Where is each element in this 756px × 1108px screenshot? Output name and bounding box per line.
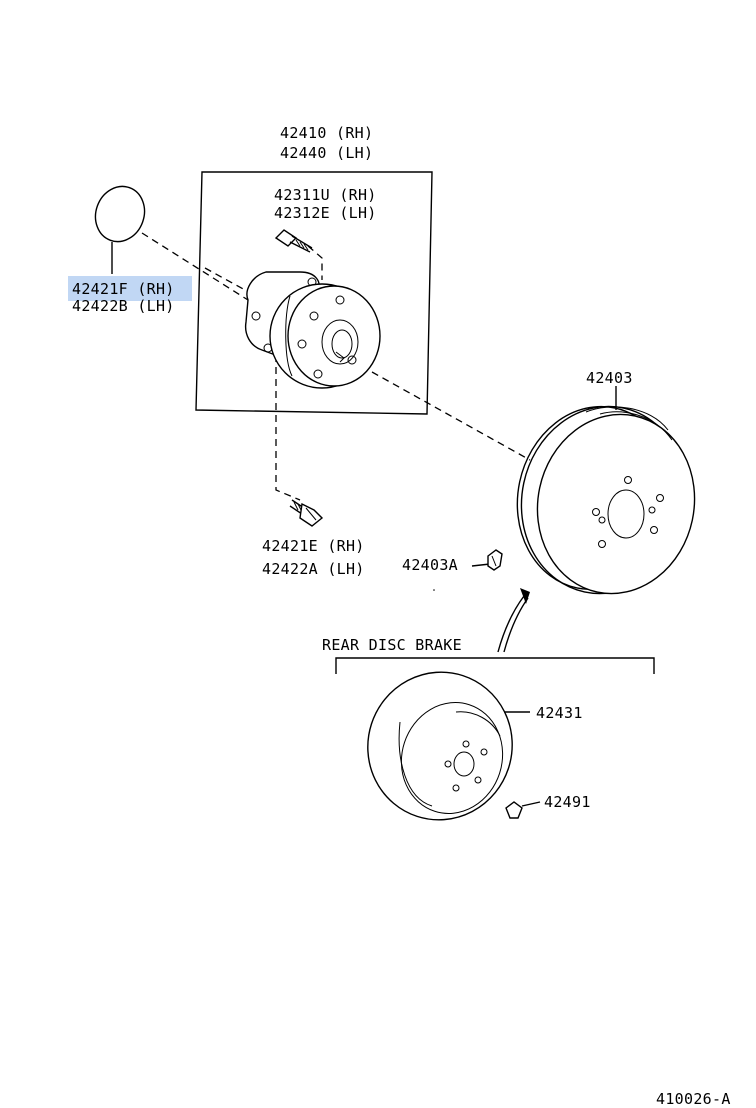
hub-assembly-label-rh[interactable]: 42410 (RH) — [280, 124, 373, 142]
brake-drum-label[interactable]: 42403 — [586, 369, 633, 387]
seal-ring[interactable] — [88, 179, 152, 274]
hub-bolt-icon[interactable] — [274, 229, 313, 253]
drum-plug-label[interactable]: 42403A — [402, 556, 458, 574]
drum-plug-icon[interactable] — [471, 549, 503, 571]
hub-assembly-frame — [195, 171, 433, 415]
frame-leader — [204, 267, 246, 291]
speck — [433, 589, 435, 591]
brake-drum[interactable] — [501, 386, 711, 609]
seal-label-rh[interactable]: 42421F (RH) — [72, 280, 175, 298]
figure-code: 410026-A — [656, 1090, 731, 1108]
mount-bolt-label-lh[interactable]: 42422A (LH) — [262, 560, 365, 578]
rotor-clip-icon[interactable] — [505, 801, 541, 819]
hub-assembly-label-lh[interactable]: 42440 (LH) — [280, 144, 373, 162]
hub-bolt-leader — [307, 245, 323, 280]
mount-bolt-icon[interactable] — [289, 499, 324, 527]
seal-label-lh[interactable]: 42422B (LH) — [72, 297, 175, 315]
disc-rotor-label[interactable]: 42431 — [536, 704, 583, 722]
rotor-clip-label[interactable]: 42491 — [544, 793, 591, 811]
mount-bolt-label-rh[interactable]: 42421E (RH) — [262, 537, 365, 555]
rear-disc-brake-title: REAR DISC BRAKE — [322, 636, 462, 654]
hub-bolt-label-lh[interactable]: 42312E (LH) — [274, 204, 377, 222]
disc-rotor[interactable] — [349, 653, 532, 838]
hub-assembly[interactable] — [244, 271, 381, 389]
drum-leader — [371, 371, 531, 461]
selected-part-highlight — [68, 276, 192, 301]
hub-bolt-label-rh[interactable]: 42311U (RH) — [274, 186, 377, 204]
mount-bolt-leader — [275, 355, 301, 501]
seal-leader — [141, 232, 249, 301]
disc-brake-bracket — [335, 657, 655, 674]
variant-arrow — [497, 588, 530, 653]
